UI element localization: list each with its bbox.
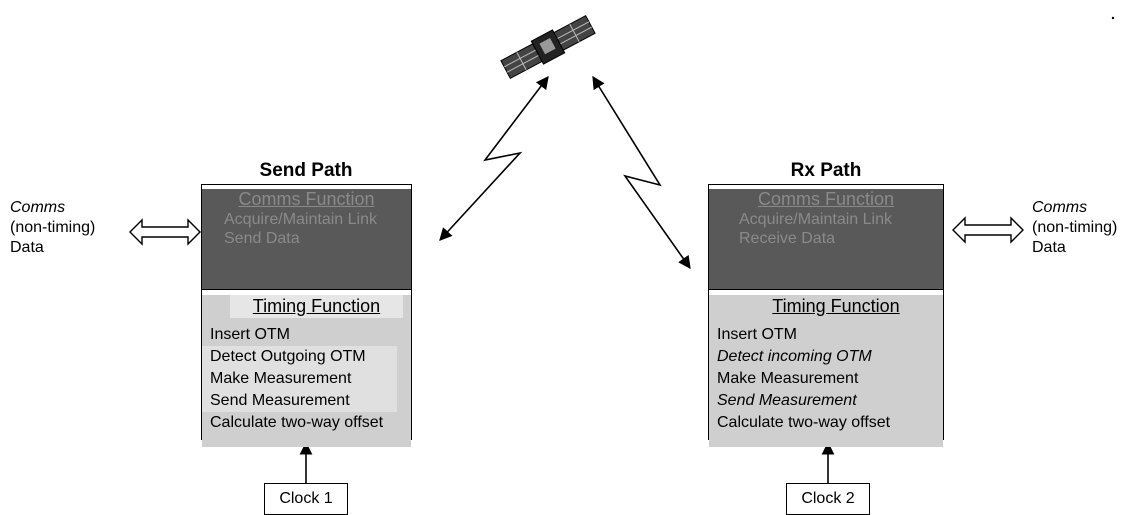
rx-timing-line: Send Measurement [717, 392, 857, 409]
stray-mark [1111, 16, 1115, 20]
rx-path-block: Comms Function Acquire/Maintain Link Rec… [708, 184, 944, 447]
rx-timing-function: Timing Function Insert OTM Detect incomi… [709, 295, 943, 447]
send-timing-line: Make Measurement [202, 368, 397, 390]
send-timing-line: Calculate two-way offset [210, 414, 384, 431]
rx-comms-title: Comms Function [757, 189, 895, 209]
right-data-double-arrow [952, 216, 1024, 244]
send-comms-line: Acquire/Maintain Link [224, 211, 377, 228]
send-comms-title: Comms Function [238, 189, 375, 209]
rx-comms-line: Receive Data [739, 230, 836, 247]
rx-link-zigzag [592, 75, 691, 270]
send-timing-line: Detect Outgoing OTM [202, 346, 397, 368]
left-label-line: Data [10, 239, 44, 256]
right-label-line: Data [1032, 239, 1066, 256]
send-comms-line: Send Data [224, 230, 300, 247]
left-data-double-arrow [129, 218, 201, 246]
left-comms-data-label: Comms (non-timing) Data [10, 198, 120, 258]
rx-path-title: Rx Path [790, 160, 862, 181]
right-label-line: (non-timing) [1032, 219, 1118, 236]
right-comms-data-label: Comms (non-timing) Data [1032, 198, 1142, 258]
satellite-icon [500, 14, 596, 80]
rx-timing-line: Insert OTM [717, 326, 798, 343]
send-timing-function: Timing Function Insert OTM Detect Outgoi… [202, 295, 411, 447]
send-timing-title: Timing Function [230, 295, 403, 318]
left-label-line: (non-timing) [10, 219, 96, 236]
rx-comms-line: Acquire/Maintain Link [739, 211, 892, 228]
clock1-box: Clock 1 [264, 483, 348, 515]
rx-timing-title: Timing Function [772, 296, 900, 316]
rx-timing-line: Make Measurement [717, 370, 859, 387]
rx-timing-line: Calculate two-way offset [717, 414, 891, 431]
left-label-line: Comms [10, 199, 66, 216]
send-timing-line: Insert OTM [210, 326, 291, 343]
send-timing-line: Send Measurement [202, 390, 397, 412]
right-label-line: Comms [1032, 199, 1088, 216]
rx-comms-function: Comms Function Acquire/Maintain Link Rec… [709, 189, 943, 290]
send-path-title: Send Path [259, 160, 353, 181]
clock2-box: Clock 2 [786, 483, 870, 515]
rx-timing-line: Detect incoming OTM [717, 348, 872, 365]
send-comms-function: Comms Function Acquire/Maintain Link Sen… [202, 189, 411, 290]
send-link-zigzag [439, 75, 549, 241]
send-path-block: Comms Function Acquire/Maintain Link Sen… [201, 184, 412, 447]
